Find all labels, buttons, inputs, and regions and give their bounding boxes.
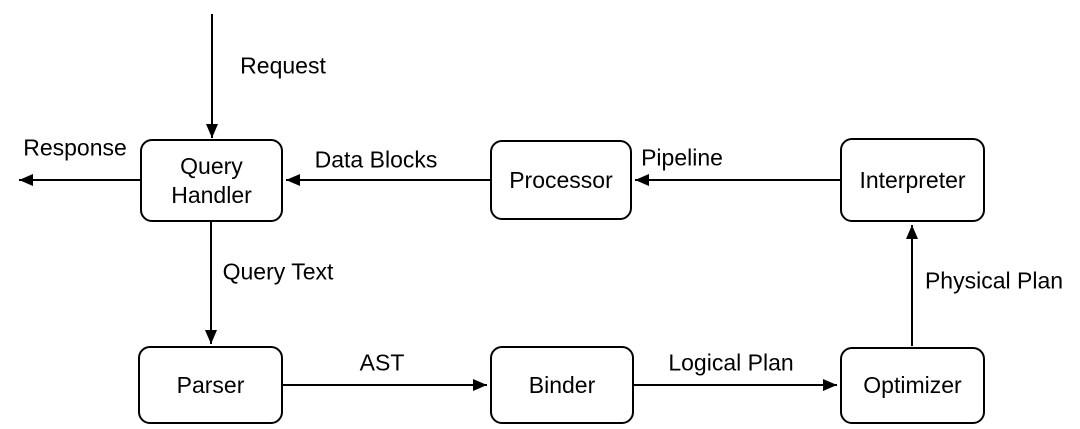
edge-label-data-blocks: Data Blocks — [312, 146, 440, 174]
node-binder: Binder — [490, 346, 634, 424]
node-interpreter: Interpreter — [840, 138, 985, 222]
node-query-handler-label: Query Handler — [171, 153, 252, 208]
edge-label-logical-plan: Logical Plan — [666, 349, 796, 377]
node-optimizer-label: Optimizer — [863, 372, 962, 399]
node-parser: Parser — [138, 346, 283, 424]
edge-label-ast: AST — [357, 349, 407, 377]
edge-label-request: Request — [238, 52, 328, 80]
node-processor: Processor — [490, 140, 632, 220]
edge-label-physical-plan: Physical Plan — [922, 267, 1066, 295]
edge-label-pipeline: Pipeline — [639, 144, 725, 172]
node-processor-label: Processor — [509, 166, 613, 193]
node-binder-label: Binder — [528, 371, 596, 398]
edge-label-query-text: Query Text — [220, 258, 336, 286]
edge-label-response: Response — [21, 134, 129, 162]
node-optimizer: Optimizer — [840, 347, 985, 424]
node-query-handler: Query Handler — [140, 139, 283, 222]
node-interpreter-label: Interpreter — [859, 166, 966, 193]
node-parser-label: Parser — [176, 371, 245, 398]
